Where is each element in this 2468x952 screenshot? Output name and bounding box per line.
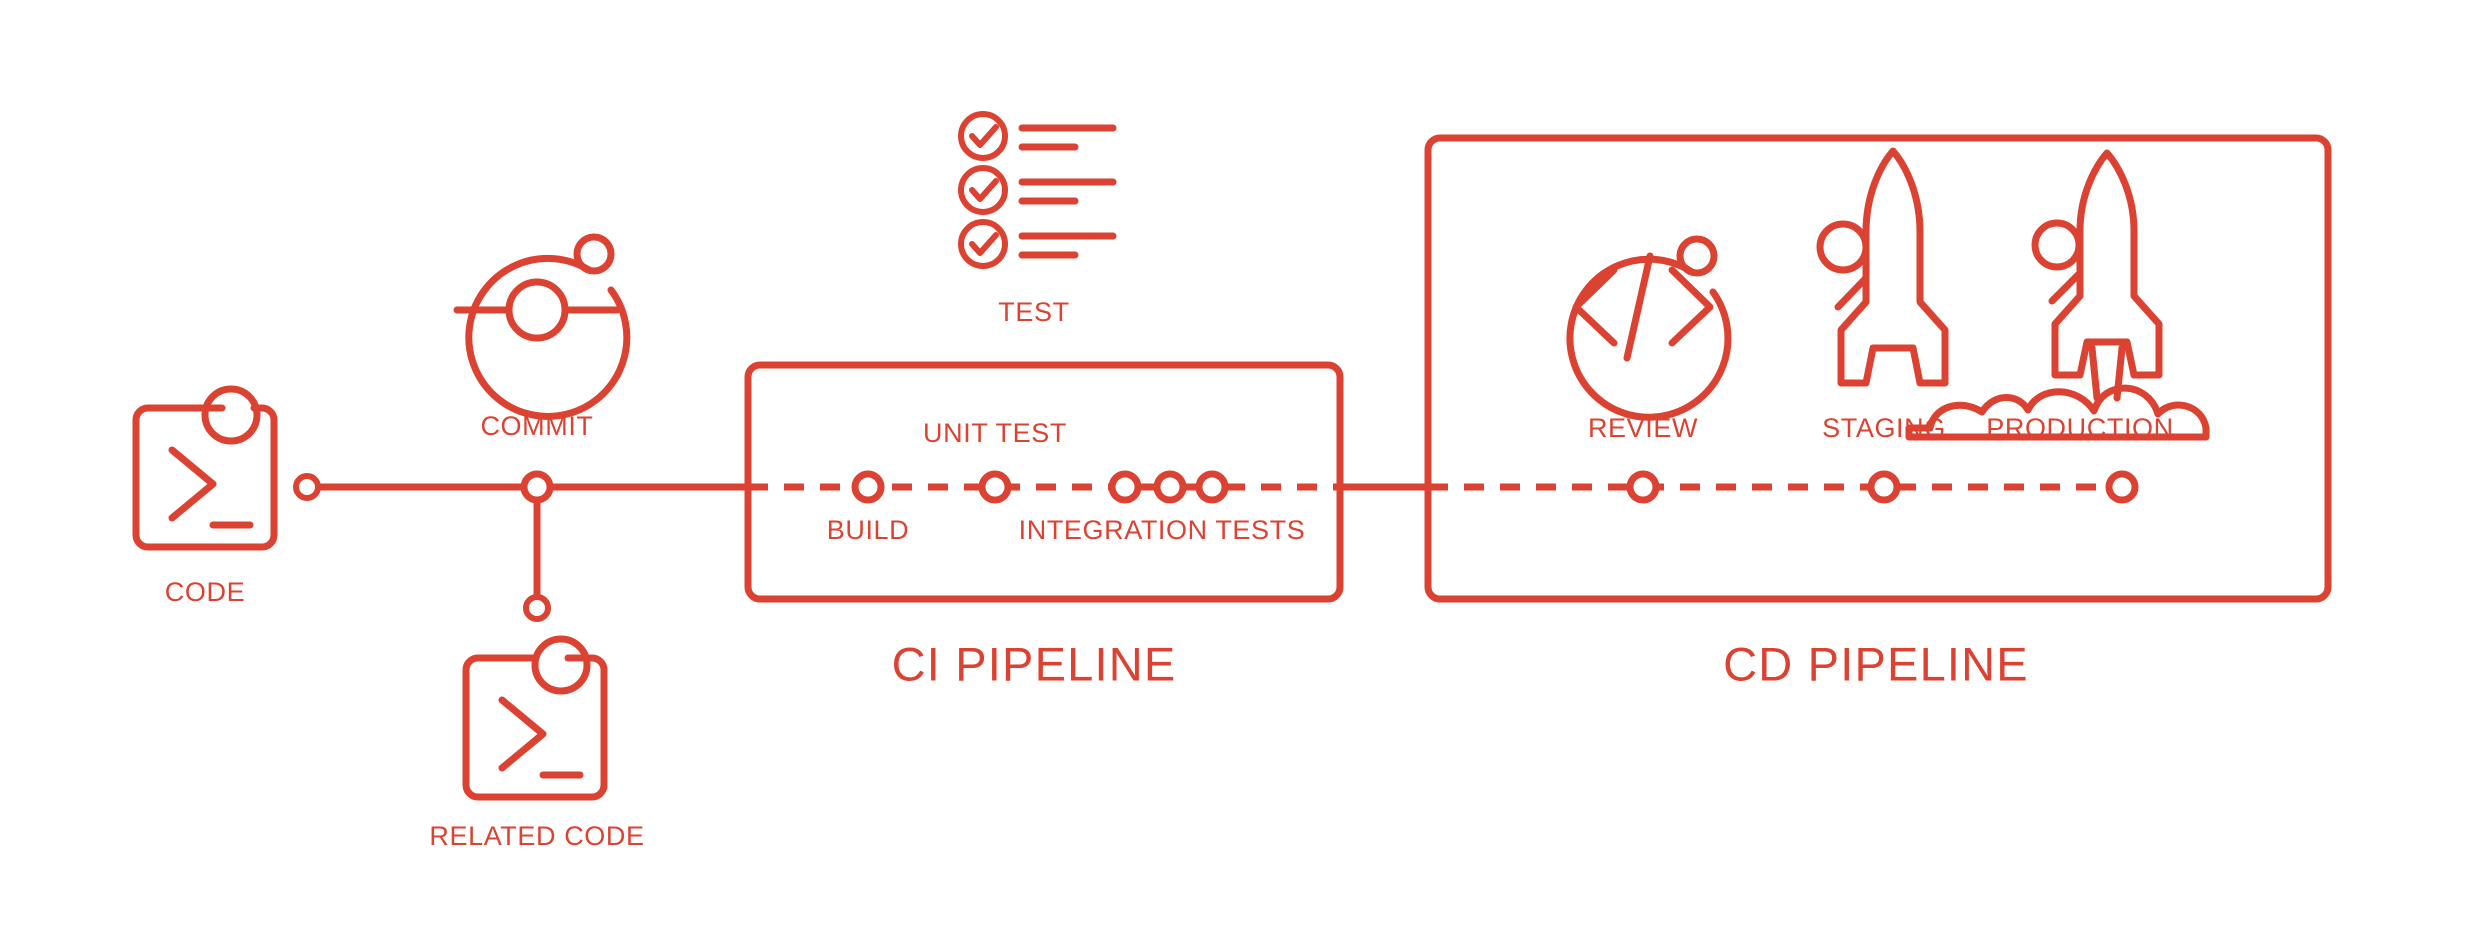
code-node[interactable] [293, 473, 321, 501]
cd-pipeline-box [1424, 134, 2332, 603]
rocket-launch-icon [1905, 149, 2210, 441]
build-node[interactable] [851, 470, 885, 504]
checklist-icon [958, 111, 1117, 269]
integration-test-node-1[interactable] [1108, 470, 1142, 504]
unit-test-label: UNIT TEST [923, 418, 1067, 448]
ci-pipeline-title: CI PIPELINE [892, 637, 1177, 690]
code-label: CODE [165, 577, 245, 607]
commit-label: COMMIT [480, 411, 593, 441]
test-label: TEST [998, 297, 1069, 327]
unit-test-node[interactable] [978, 470, 1012, 504]
build-label: BUILD [827, 515, 910, 545]
related-code-node[interactable] [523, 594, 551, 622]
rocket-icon [1816, 147, 1949, 387]
production-node[interactable] [2105, 470, 2139, 504]
cd-pipeline-title: CD PIPELINE [1723, 637, 2029, 690]
review-label: REVIEW [1588, 413, 1698, 443]
review-node[interactable] [1626, 470, 1660, 504]
related-code-label: RELATED CODE [429, 821, 644, 851]
commit-node[interactable] [520, 470, 554, 504]
commit-orbit-icon [453, 233, 631, 420]
code-terminal-icon [462, 635, 608, 801]
code-review-circle-icon [1566, 235, 1732, 421]
production-label: PRODUCTION [1986, 413, 2174, 443]
integration-test-node-2[interactable] [1153, 470, 1187, 504]
integration-tests-label: INTEGRATION TESTS [1019, 515, 1306, 545]
integration-test-node-3[interactable] [1195, 470, 1229, 504]
staging-node[interactable] [1867, 470, 1901, 504]
code-terminal-icon [132, 385, 278, 551]
ci-pipeline-box [744, 361, 1344, 603]
